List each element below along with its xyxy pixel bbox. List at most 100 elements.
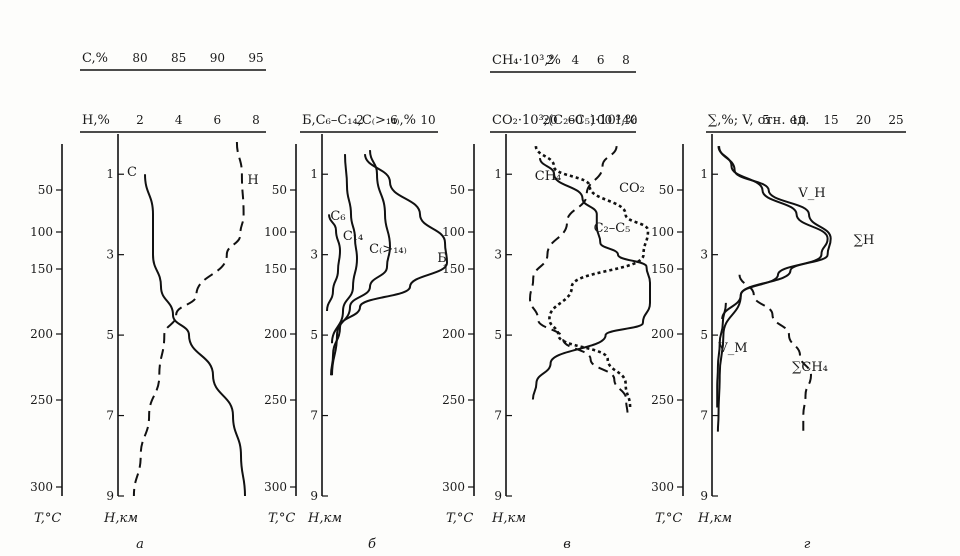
series-c14-label: C₁₄ <box>343 229 363 244</box>
top-scale-tick-g: 10 <box>791 113 806 127</box>
series-co2-label: CO₂ <box>619 181 645 196</box>
temperature-tick-label: 150 <box>264 262 287 276</box>
series-sumch4-label: ∑CH₄ <box>792 360 828 375</box>
series-co2-line <box>528 145 629 416</box>
top-scale-tick-co2: 100 <box>589 113 612 127</box>
temperature-tick-label: 100 <box>264 225 287 239</box>
depth-tick-label: 3 <box>700 248 708 262</box>
top-scale-label-ch4: CH₄·10³,% <box>492 53 561 68</box>
top-scale-tick-g: 5 <box>762 113 770 127</box>
temperature-tick-label: 300 <box>442 480 465 494</box>
top-scale-label-b: Б,C₆–C₁₄,C₍>₁₄₎,% <box>302 113 416 128</box>
depth-axis-label: H,км <box>307 511 342 526</box>
depth-tick-label: 7 <box>310 409 318 423</box>
series-c-label: C <box>127 165 137 180</box>
depth-axis-label: H,км <box>103 511 138 526</box>
depth-tick-label: 9 <box>700 489 708 503</box>
top-scale-tick-b: 6 <box>390 113 398 127</box>
panel-label-b: б <box>368 537 376 552</box>
panel-label-g: г <box>804 537 811 552</box>
panel-label-v: в <box>563 537 571 552</box>
temperature-tick-label: 250 <box>30 393 53 407</box>
depth-tick-label: 9 <box>310 489 318 503</box>
depth-tick-label: 3 <box>494 248 502 262</box>
series-c-line <box>144 174 246 497</box>
top-scale-label-c: C,% <box>82 51 108 66</box>
top-scale-tick-g: 20 <box>856 113 871 127</box>
series-cgt14-label: C₍>₁₄₎ <box>369 242 407 257</box>
depth-axis-label: H,км <box>697 511 732 526</box>
series-c14-line <box>331 154 359 344</box>
series-ch4-line <box>531 157 651 400</box>
temperature-tick-label: 300 <box>264 480 287 494</box>
series-vm-label: V_M <box>717 341 747 356</box>
top-scale-tick-c: 80 <box>132 51 147 65</box>
temperature-tick-label: 250 <box>651 393 674 407</box>
series-c6-line <box>326 214 342 312</box>
temperature-tick-label: 200 <box>651 327 674 341</box>
top-scale-tick-c: 95 <box>248 51 263 65</box>
series-cgt14-line <box>331 150 392 376</box>
top-scale-label-co2: CO₂·10³;(C₂–C₅)·10³,% <box>492 113 637 128</box>
series-sumch4-line <box>738 274 813 432</box>
depth-tick-label: 7 <box>106 409 114 423</box>
top-scale-tick-co2: 140 <box>615 113 638 127</box>
depth-tick-label: 7 <box>494 409 502 423</box>
top-scale-tick-h: 4 <box>175 113 183 127</box>
depth-tick-label: 3 <box>310 248 318 262</box>
top-scale-tick-co2: 20 <box>542 113 557 127</box>
top-scale-tick-h: 6 <box>214 113 222 127</box>
top-scale-tick-c: 90 <box>210 51 225 65</box>
depth-tick-label: 5 <box>700 328 708 342</box>
panel-label-a: а <box>136 537 144 552</box>
depth-tick-label: 1 <box>310 167 318 181</box>
depth-tick-label: 5 <box>310 328 318 342</box>
temperature-axis-label: T,°C <box>268 511 295 526</box>
series-sumh-label: ∑H <box>854 233 875 248</box>
depth-tick-label: 5 <box>106 328 114 342</box>
temperature-axis-label: T,°C <box>446 511 473 526</box>
temperature-tick-label: 50 <box>659 183 674 197</box>
depth-tick-label: 1 <box>700 167 708 181</box>
depth-axis-label: H,км <box>491 511 526 526</box>
series-vh-label: V_H <box>797 186 825 201</box>
top-scale-tick-b: 10 <box>420 113 435 127</box>
temperature-tick-label: 50 <box>38 183 53 197</box>
top-scale-tick-ch4: 4 <box>572 53 580 67</box>
top-scale-tick-g: 15 <box>823 113 838 127</box>
series-h-line <box>132 141 245 497</box>
series-ch4-label: CH₄ <box>535 169 562 184</box>
temperature-axis-label: T,°C <box>655 511 682 526</box>
series-h-label: H <box>247 173 258 188</box>
series-c2c5-line <box>534 145 650 408</box>
top-scale-tick-c: 85 <box>171 51 186 65</box>
top-scale-tick-ch4: 8 <box>622 53 630 67</box>
temperature-tick-label: 100 <box>442 225 465 239</box>
series-c2c5-label: C₂–C₅ <box>594 221 631 236</box>
series-b-line <box>330 153 449 376</box>
top-scale-tick-h: 8 <box>252 113 260 127</box>
top-scale-label-g: ∑,%; V, отн. ед. <box>708 113 809 128</box>
temperature-tick-label: 200 <box>442 327 465 341</box>
depth-tick-label: 1 <box>494 167 502 181</box>
temperature-tick-label: 100 <box>651 225 674 239</box>
temperature-tick-label: 100 <box>30 225 53 239</box>
top-scale-tick-b: 2 <box>356 113 364 127</box>
series-b-label: Б <box>437 251 447 266</box>
depth-tick-label: 9 <box>106 489 114 503</box>
series-vm-line <box>716 302 727 408</box>
temperature-tick-label: 200 <box>264 327 287 341</box>
top-scale-tick-ch4: 6 <box>597 53 605 67</box>
temperature-tick-label: 150 <box>30 262 53 276</box>
series-vh-line <box>717 145 829 320</box>
depth-tick-label: 3 <box>106 248 114 262</box>
temperature-tick-label: 150 <box>651 262 674 276</box>
temperature-tick-label: 300 <box>30 480 53 494</box>
depth-tick-label: 1 <box>106 167 114 181</box>
temperature-tick-label: 200 <box>30 327 53 341</box>
temperature-tick-label: 50 <box>450 183 465 197</box>
temperature-tick-label: 300 <box>651 480 674 494</box>
top-scale-tick-g: 25 <box>888 113 903 127</box>
